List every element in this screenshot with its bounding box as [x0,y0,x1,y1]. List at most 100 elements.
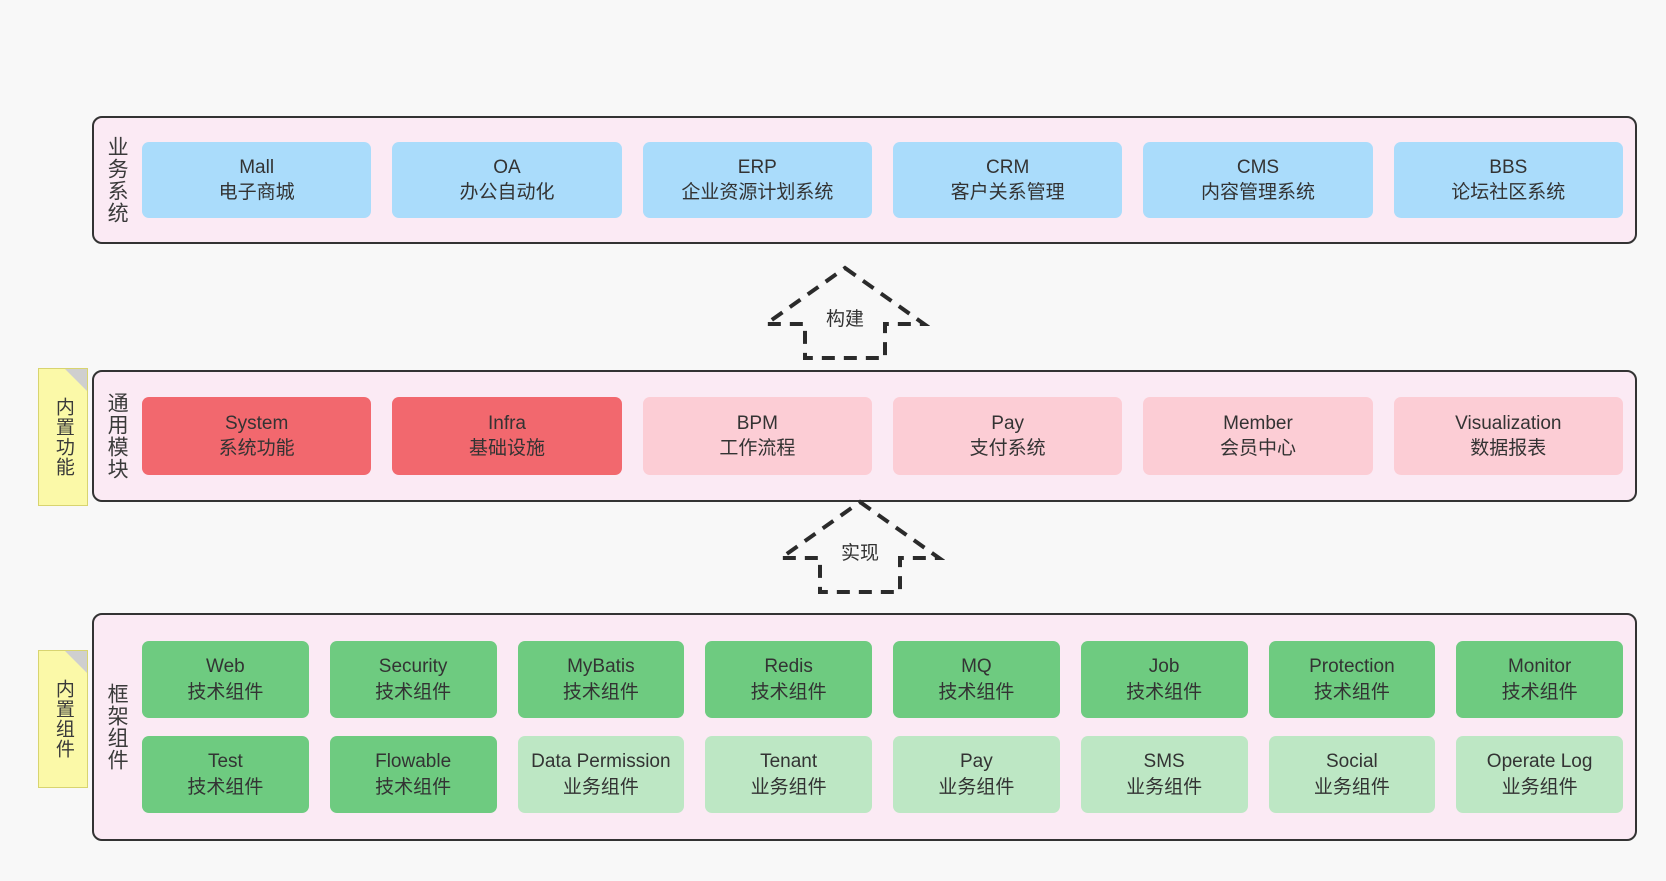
sticky-note-fold-icon [65,369,87,391]
module-card-infra[interactable]: Infra 基础设施 [392,397,622,475]
business-card-oa-en: OA [493,156,521,178]
build-arrow-shape [760,265,930,360]
framework-card-test-en: Test [207,751,243,773]
framework-card-redis[interactable]: Redis 技术组件 [705,641,872,718]
framework-card-operate-log-en: Operate Log [1486,751,1593,773]
business-card-mall-cn: 电子商城 [218,182,295,203]
business-card-erp-en: ERP [737,156,777,178]
framework-card-operate-log-cn: 业务组件 [1501,776,1578,798]
framework-card-protection-en: Protection [1309,656,1395,678]
business-system-layer-body: Mall 电子商城 OA 办公自动化 ERP 企业资源计划系统 CRM 客户关系… [138,118,1635,242]
business-card-bbs[interactable]: BBS 论坛社区系统 [1393,142,1623,218]
sticky-note-fold-icon [65,651,87,673]
business-card-cms-en: CMS [1236,156,1280,178]
framework-card-social-en: Social [1326,751,1378,773]
business-card-bbs-en: BBS [1489,156,1528,178]
business-card-crm-cn: 客户关系管理 [950,182,1065,203]
framework-card-security[interactable]: Security 技术组件 [329,641,497,718]
framework-card-monitor-cn: 技术组件 [1501,681,1578,703]
framework-card-flowable-cn: 技术组件 [375,776,452,798]
module-card-bpm-en: BPM [736,412,778,434]
framework-card-job-cn: 技术组件 [1126,681,1203,703]
framework-card-flowable-en: Flowable [375,751,452,773]
framework-card-redis-cn: 技术组件 [750,681,827,703]
business-card-crm-en: CRM [986,156,1030,178]
framework-card-tenant-cn: 业务组件 [750,776,827,798]
business-card-erp[interactable]: ERP 企业资源计划系统 [642,142,872,218]
framework-card-sms-cn: 业务组件 [1126,776,1203,798]
framework-component-row-2: Test 技术组件 Flowable 技术组件 Data Permission … [142,736,1623,813]
framework-card-job[interactable]: Job 技术组件 [1080,641,1248,718]
module-card-visualization[interactable]: Visualization 数据报表 [1393,397,1623,475]
module-card-infra-cn: 基础设施 [468,438,545,459]
business-card-cms[interactable]: CMS 内容管理系统 [1143,142,1373,218]
framework-card-mq[interactable]: MQ 技术组件 [893,641,1060,718]
business-card-mall-en: Mall [239,156,275,178]
framework-card-mq-en: MQ [961,656,992,678]
framework-card-tenant-en: Tenant [760,751,818,773]
module-card-member-en: Member [1223,412,1293,434]
framework-card-mybatis-en: MyBatis [567,656,635,678]
framework-card-operate-log[interactable]: Operate Log 业务组件 [1456,736,1623,813]
module-card-pay[interactable]: Pay 支付系统 [892,397,1123,475]
business-card-erp-cn: 企业资源计划系统 [681,182,834,203]
framework-card-job-en: Job [1148,656,1180,678]
connector-build-arrow: 构建 [760,262,930,362]
implement-arrow-shape [775,499,945,594]
sticky-note-builtin-feature: 内置功能 [38,368,88,506]
framework-card-test[interactable]: Test 技术组件 [142,736,309,813]
module-card-pay-cn: 支付系统 [969,438,1046,459]
general-module-layer: 通用模块 System 系统功能 Infra 基础设施 BPM 工作流程 Pay… [92,370,1637,502]
business-system-row: Mall 电子商城 OA 办公自动化 ERP 企业资源计划系统 CRM 客户关系… [142,142,1623,218]
general-module-layer-title: 通用模块 [105,392,129,480]
business-card-oa[interactable]: OA 办公自动化 [392,142,622,218]
framework-card-mq-cn: 技术组件 [938,681,1015,703]
framework-card-monitor-en: Monitor [1507,656,1572,678]
sticky-note-builtin-feature-label: 内置功能 [52,397,74,477]
framework-card-social[interactable]: Social 业务组件 [1268,736,1436,813]
framework-card-pay[interactable]: Pay 业务组件 [893,736,1060,813]
framework-component-layer: 框架组件 Web 技术组件 Security 技术组件 MyBatis 技术组件… [92,613,1637,841]
business-system-layer: 业务系统 Mall 电子商城 OA 办公自动化 ERP 企业资源计划系统 CRM… [92,116,1637,244]
business-card-crm[interactable]: CRM 客户关系管理 [892,142,1123,218]
connector-implement-arrow: 实现 [775,496,945,596]
framework-card-web-en: Web [206,656,245,678]
module-card-system-cn: 系统功能 [218,438,295,459]
sticky-note-builtin-component-label: 内置组件 [52,679,74,759]
business-card-mall[interactable]: Mall 电子商城 [142,142,372,218]
module-card-system-en: System [224,412,289,434]
framework-component-row-1: Web 技术组件 Security 技术组件 MyBatis 技术组件 Redi… [142,641,1623,718]
framework-card-mybatis[interactable]: MyBatis 技术组件 [517,641,685,718]
framework-card-tenant[interactable]: Tenant 业务组件 [705,736,872,813]
business-system-layer-title: 业务系统 [105,136,129,224]
framework-card-redis-en: Redis [764,656,813,678]
framework-card-pay-en: Pay [960,751,993,773]
framework-card-test-cn: 技术组件 [187,776,264,798]
business-card-cms-cn: 内容管理系统 [1200,182,1315,203]
framework-card-mybatis-cn: 技术组件 [562,681,639,703]
module-card-bpm[interactable]: BPM 工作流程 [642,397,872,475]
framework-card-web-cn: 技术组件 [187,681,264,703]
framework-card-monitor[interactable]: Monitor 技术组件 [1456,641,1623,718]
framework-card-security-en: Security [378,656,448,678]
module-card-member[interactable]: Member 会员中心 [1143,397,1373,475]
framework-card-sms[interactable]: SMS 业务组件 [1080,736,1248,813]
module-card-infra-en: Infra [487,412,526,434]
framework-card-flowable[interactable]: Flowable 技术组件 [329,736,497,813]
framework-card-data-permission-en: Data Permission [531,751,671,773]
module-card-member-cn: 会员中心 [1219,438,1296,459]
general-module-row: System 系统功能 Infra 基础设施 BPM 工作流程 Pay 支付系统… [142,397,1623,475]
business-card-bbs-cn: 论坛社区系统 [1451,182,1566,203]
module-card-system[interactable]: System 系统功能 [142,397,372,475]
framework-card-protection-cn: 技术组件 [1313,681,1390,703]
framework-card-protection[interactable]: Protection 技术组件 [1268,641,1436,718]
module-card-bpm-cn: 工作流程 [719,438,796,459]
framework-card-web[interactable]: Web 技术组件 [142,641,309,718]
module-card-pay-en: Pay [991,412,1025,434]
general-module-layer-body: System 系统功能 Infra 基础设施 BPM 工作流程 Pay 支付系统… [138,372,1635,500]
framework-card-pay-cn: 业务组件 [938,776,1015,798]
framework-card-data-permission-cn: 业务组件 [562,776,639,798]
framework-card-data-permission[interactable]: Data Permission 业务组件 [517,736,685,813]
framework-component-layer-title: 框架组件 [105,683,129,771]
